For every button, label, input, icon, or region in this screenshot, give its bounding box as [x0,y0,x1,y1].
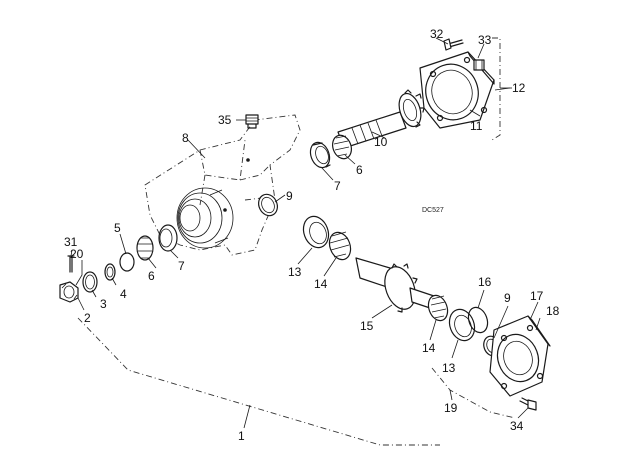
group-bracket-1 [77,317,440,446]
callout-3: 3 [100,297,107,311]
callout-2: 2 [84,311,91,325]
callout-31: 31 [64,235,78,249]
callout-10: 10 [374,135,388,149]
lower-bearing-race-lower [448,308,476,342]
callout-8: 8 [182,131,189,145]
callout-20: 20 [70,247,84,261]
callout-18: 18 [546,304,560,318]
nut [59,281,79,303]
callout-33: 33 [478,33,492,47]
callout-14-lower: 14 [422,341,436,355]
cap-bolt [519,397,537,411]
output-shaft [337,89,425,149]
top-cover [419,51,495,129]
upper-seal [258,193,278,217]
o-ring [119,252,135,272]
callout-11: 11 [470,119,483,133]
spacer-washer [104,263,116,281]
upper-bearing-race [309,141,331,169]
callout-16: 16 [478,275,492,289]
callout-6-left: 6 [148,269,155,283]
shim [467,306,489,334]
left-tapered-bearing [136,235,154,261]
callout-13-upper: 13 [288,265,302,279]
callout-9-upper: 9 [286,189,293,203]
group-bracket-19 [431,367,516,419]
callout-5: 5 [114,221,121,235]
callout-7-left: 7 [178,259,185,273]
leader-lines [70,37,541,419]
callout-17: 17 [530,289,544,303]
callout-14-upper: 14 [314,277,328,291]
upper-tapered-bearing [331,134,353,160]
vent-plug [245,114,259,129]
callout-7-upper: 7 [334,179,341,193]
seal-ring [82,271,98,293]
bearing-cap [489,315,551,397]
callout-32: 32 [430,27,444,41]
cover-bolt [473,59,485,71]
callout-35: 35 [218,113,232,127]
callout-1: 1 [238,429,245,443]
callout-6-upper: 6 [356,163,363,177]
callout-labels: 1 2 3 4 5 6 6 7 7 8 9 9 10 11 12 13 13 1… [64,27,560,443]
callout-9-lower: 9 [504,291,511,305]
left-bearing-race [158,224,178,252]
pinion-gear-shaft [355,257,443,313]
callout-12: 12 [512,81,526,95]
callout-15: 15 [360,319,374,333]
callout-19: 19 [444,401,458,415]
lower-tapered-bearing-lower [427,294,449,322]
callout-34: 34 [510,419,524,433]
lower-bearing-race-upper [302,215,330,249]
callout-4: 4 [120,287,127,301]
lower-tapered-bearing-upper [328,231,352,261]
cover-screw [443,38,464,51]
callout-13-lower: 13 [442,361,456,375]
drawing-code: DC527 [422,207,444,214]
